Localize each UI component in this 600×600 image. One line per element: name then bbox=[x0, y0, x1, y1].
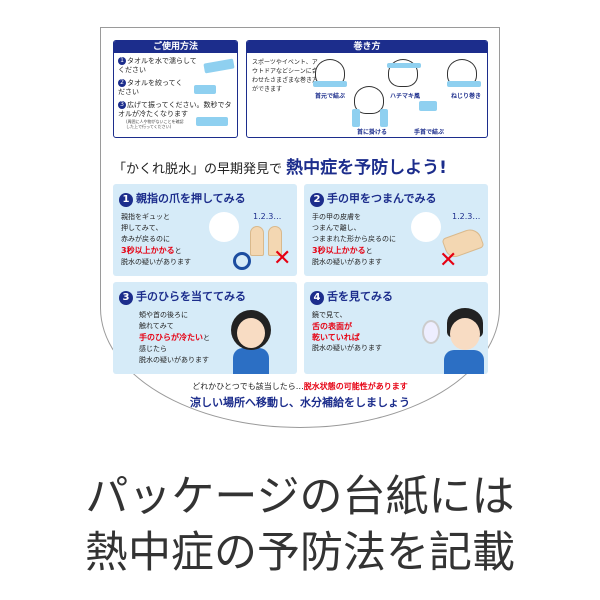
boy-body-illustration bbox=[444, 350, 484, 374]
headline: 「かくれ脱水」の早期発見で 熱中症を予防しよう! bbox=[113, 158, 447, 178]
towel-illustration bbox=[380, 109, 388, 127]
wrap-box: 巻き方 スポーツやイベント、アウトドアなどシーンに合わせたさまざまな巻き方ができ… bbox=[246, 40, 488, 138]
wrap-style-label: ハチマキ風 bbox=[390, 93, 421, 100]
count-label: 1.2.3… bbox=[253, 212, 282, 221]
wrap-description: スポーツやイベント、アウトドアなどシーンに合わせたさまざまな巻き方ができます bbox=[252, 59, 319, 93]
towel-illustration bbox=[447, 81, 481, 87]
cross-ng-icon: ✕ bbox=[273, 246, 292, 271]
wrap-style-label: 首に掛ける bbox=[357, 129, 388, 136]
thumb-illustration bbox=[268, 226, 282, 256]
skin-pinch-illustration bbox=[411, 212, 441, 242]
caption-line-2: 熱中症の予防法を記載 bbox=[85, 528, 515, 578]
towel-illustration bbox=[313, 81, 347, 87]
wrap-title: 巻き方 bbox=[247, 41, 487, 53]
caption-line-1: パッケージの台紙には bbox=[85, 472, 515, 522]
circle-ok-icon bbox=[233, 252, 251, 270]
towel-shake-illustration bbox=[196, 117, 228, 126]
count-label: 1.2.3… bbox=[452, 212, 481, 221]
towel-illustration bbox=[387, 63, 421, 68]
mirror-illustration bbox=[422, 320, 440, 344]
boy-face-illustration bbox=[450, 318, 480, 350]
girl-body-illustration bbox=[233, 348, 269, 374]
wrap-style-label: ねじり巻き bbox=[451, 93, 482, 100]
wrap-style-label: 首元で結ぶ bbox=[315, 93, 346, 100]
bear-illustration bbox=[354, 86, 384, 114]
towel-wring-illustration bbox=[194, 85, 216, 94]
towel-wet-illustration bbox=[203, 58, 235, 74]
thumb-press-illustration bbox=[209, 212, 239, 242]
towel-illustration bbox=[352, 109, 360, 127]
thumb-illustration bbox=[250, 226, 264, 256]
cross-ng-icon: ✕ bbox=[439, 248, 458, 273]
girl-face-illustration bbox=[237, 318, 265, 348]
wrap-style-label: 手首で結ぶ bbox=[414, 129, 445, 136]
towel-illustration bbox=[419, 101, 437, 111]
footer-advice: 涼しい場所へ移動し、水分補給をしましょう bbox=[190, 396, 410, 409]
footer-warning: どれかひとつでも該当したら…脱水状態の可能性があります bbox=[192, 382, 408, 391]
usage-title: ご使用方法 bbox=[114, 41, 237, 53]
